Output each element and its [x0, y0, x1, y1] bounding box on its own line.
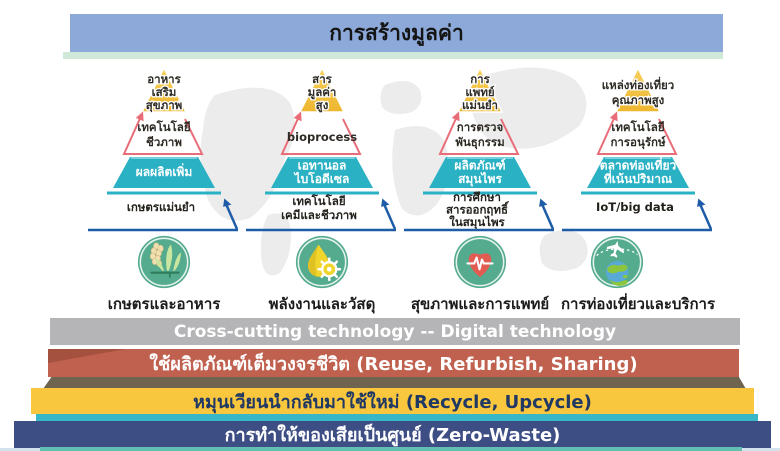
svg-text:เทคโนโลยี: เทคโนโลยี	[611, 119, 664, 134]
svg-text:ที่เน้นปริมาณ: ที่เน้นปริมาณ	[604, 170, 672, 186]
svg-text:ตลาดท่องเที่ยว: ตลาดท่องเที่ยว	[600, 157, 677, 173]
bar-recycle-label: หมุนเวียนนำกลับมาใช้ใหม่ (Recycle, Upcyc…	[193, 391, 592, 413]
title-underline	[63, 52, 723, 59]
svg-text:เอทานอล: เอทานอล	[298, 159, 347, 173]
svg-text:การตรวจ: การตรวจ	[457, 120, 503, 134]
svg-text:ผลิตภัณฑ์: ผลิตภัณฑ์	[454, 159, 505, 173]
peak-triangle	[614, 66, 662, 113]
foundation-arrow-shaft	[540, 203, 555, 230]
svg-text:สารออกฤทธิ์: สารออกฤทธิ์	[446, 201, 510, 217]
pyramid-1: อาหารเสริมสุขภาพ เทคโนโลยีชีวภาพ ผลผลิตเ…	[85, 64, 243, 236]
page-title: การสร้างมูลค่า	[329, 20, 464, 45]
tech-arrow	[280, 113, 362, 155]
cyan-strip	[36, 414, 758, 421]
svg-text:การอนุรักษ์: การอนุรักษ์	[610, 135, 666, 150]
pyramids-row: อาหารเสริมสุขภาพ เทคโนโลยีชีวภาพ ผลผลิตเ…	[0, 64, 780, 236]
sector-label: เกษตรและอาหาร	[107, 295, 221, 313]
svg-text:เกษตรแม่นยำ: เกษตรแม่นยำ	[127, 200, 195, 214]
foundation-arrow-shaft	[224, 203, 239, 230]
bar-zero-waste-label: การทำให้ของเสียเป็นศูนย์ (Zero-Waste)	[224, 425, 561, 446]
svg-text:bioprocess: bioprocess	[287, 130, 357, 144]
tech-arrowhead	[609, 111, 618, 122]
svg-text:การ: การ	[470, 72, 490, 86]
bar-digital-technology-label: Cross-cutting technology -- Digital tech…	[173, 321, 617, 342]
tech-arrowhead	[451, 111, 460, 122]
plane-globe-icon	[590, 235, 644, 289]
sector-3: สุขภาพและการแพทย์	[401, 233, 559, 316]
heart-pulse-icon	[453, 235, 507, 289]
svg-text:แม่นยำ: แม่นยำ	[462, 98, 498, 112]
svg-text:IoT/big data: IoT/big data	[596, 200, 674, 214]
svg-text:ในสมุนไพร: ในสมุนไพร	[449, 215, 505, 230]
svg-text:สมุนไพร: สมุนไพร	[458, 171, 502, 187]
sector-4: การท่องเที่ยวและบริการ	[559, 233, 717, 316]
svg-text:สาร: สาร	[312, 72, 332, 86]
peak-triangle	[140, 66, 188, 113]
svg-text:เทคโนโลยี: เทคโนโลยี	[292, 193, 345, 208]
tech-arrow	[122, 113, 204, 155]
bar-zero-waste: การทำให้ของเสียเป็นศูนย์ (Zero-Waste)	[14, 421, 771, 448]
svg-text:เคมีและชีวภาพ: เคมีและชีวภาพ	[281, 208, 357, 222]
svg-text:ชีวภาพ: ชีวภาพ	[146, 135, 182, 149]
teal-strip	[40, 447, 742, 451]
bar-digital-technology: Cross-cutting technology -- Digital tech…	[50, 318, 740, 345]
droplet-gear-icon	[295, 235, 349, 289]
peak-triangle	[298, 66, 346, 113]
foundation-arrow-shaft	[382, 203, 397, 230]
sector-2: พลังงานและวัสดุ	[243, 233, 401, 316]
sector-label: สุขภาพและการแพทย์	[410, 295, 550, 313]
sector-1: เกษตรและอาหาร	[85, 233, 243, 316]
base-trapezoid	[113, 157, 215, 188]
peak-triangle	[456, 66, 504, 113]
svg-text:เสริม: เสริม	[152, 85, 177, 99]
pyramid-diagram: แหล่งท่องเที่ยวคุณภาพสูง เทคโนโลยีการอนุ…	[562, 66, 713, 232]
foundation-arrowhead	[381, 198, 390, 207]
svg-text:อาหาร: อาหาร	[147, 72, 181, 86]
title-bar: การสร้างมูลค่า	[70, 14, 723, 52]
bar-fold-decoration	[48, 349, 126, 363]
svg-text:มูลค่า: มูลค่า	[308, 85, 337, 100]
base-trapezoid	[429, 157, 531, 188]
svg-text:พันธุกรรม: พันธุกรรม	[455, 135, 504, 150]
svg-text:ผลผลิตเพิ่ม: ผลผลิตเพิ่ม	[136, 163, 192, 179]
svg-text:คุณภาพสูง: คุณภาพสูง	[612, 93, 665, 108]
pyramid-2: สารมูลค่าสูง bioprocess เอทานอลไบโอดีเซล…	[243, 64, 401, 236]
tech-arrowhead	[293, 111, 302, 122]
bar-reuse-label: ใช้ผลิตภัณฑ์เต็มวงจรชีวิต (Reuse, Refurb…	[149, 353, 638, 375]
foundation-arrowhead	[697, 198, 706, 207]
tech-arrow	[596, 113, 678, 155]
shadow-strip	[43, 377, 746, 389]
tech-arrowhead	[135, 111, 144, 122]
foundation-arrowhead	[223, 198, 232, 207]
svg-text:การศึกษา: การศึกษา	[453, 190, 501, 204]
rice-plant-icon	[137, 235, 191, 289]
foundation-arrowhead	[539, 198, 548, 207]
foundation-arrow-shaft	[698, 203, 713, 230]
svg-text:แหล่งท่องเที่ยว: แหล่งท่องเที่ยว	[602, 76, 674, 92]
svg-text:สูง: สูง	[316, 98, 329, 113]
bar-recycle-upcycle: หมุนเวียนนำกลับมาใช้ใหม่ (Recycle, Upcyc…	[31, 388, 754, 414]
svg-text:ไบโอดีเซล: ไบโอดีเซล	[293, 171, 350, 186]
base-trapezoid	[587, 157, 689, 188]
tech-arrow	[438, 113, 520, 155]
pyramid-4: แหล่งท่องเที่ยวคุณภาพสูง เทคโนโลยีการอนุ…	[559, 64, 717, 236]
svg-text:แพทย์: แพทย์	[465, 85, 494, 99]
svg-text:สุขภาพ: สุขภาพ	[146, 98, 183, 113]
bar-reuse-refurbish-sharing: ใช้ผลิตภัณฑ์เต็มวงจรชีวิต (Reuse, Refurb…	[48, 349, 739, 377]
sector-label: พลังงานและวัสดุ	[268, 295, 376, 313]
base-trapezoid	[271, 157, 373, 188]
pyramid-3: การแพทย์แม่นยำ การตรวจพันธุกรรม ผลิตภัณฑ…	[401, 64, 559, 236]
sector-label: การท่องเที่ยวและบริการ	[560, 295, 716, 313]
svg-text:เทคโนโลยี: เทคโนโลยี	[137, 119, 190, 134]
